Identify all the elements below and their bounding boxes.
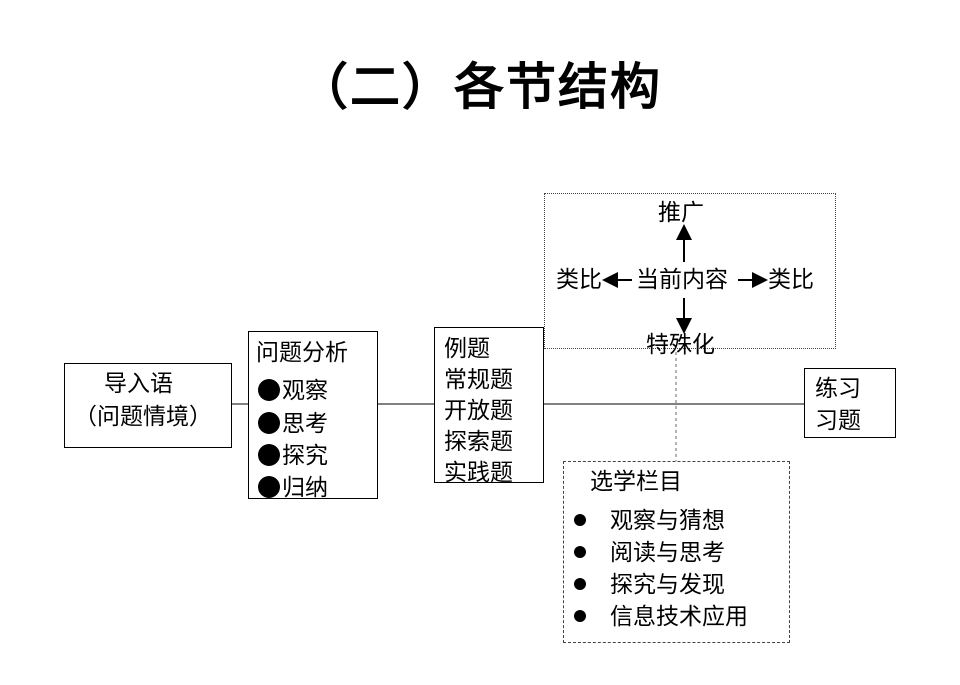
electives-heading: 选学栏目	[590, 469, 682, 495]
electives-item-label: 观察与猜想	[610, 508, 725, 534]
examples-item: 实践题	[444, 460, 513, 486]
examples-item: 常规题	[444, 367, 513, 393]
analysis-item: 观察	[258, 376, 328, 406]
analysis-item-label: 探究	[282, 443, 328, 469]
extension-box	[544, 193, 836, 349]
bullet-icon	[258, 412, 280, 434]
analysis-item: 探究	[258, 441, 328, 471]
page-title: （二）各节结构	[298, 58, 662, 116]
examples-item: 开放题	[444, 398, 513, 424]
electives-box	[563, 461, 790, 643]
electives-item: 阅读与思考	[574, 538, 725, 568]
intro-box	[64, 363, 232, 448]
analysis-box	[248, 331, 378, 499]
bullet-icon	[258, 444, 280, 466]
exercise-line1: 练习	[815, 376, 861, 402]
analysis-item-label: 思考	[282, 411, 328, 437]
bullet-icon	[574, 546, 586, 558]
electives-item-label: 探究与发现	[610, 572, 725, 598]
electives-item-label: 信息技术应用	[610, 604, 748, 630]
intro-line2: （问题情境）	[74, 404, 212, 430]
examples-item: 例题	[444, 336, 490, 362]
extension-center-label: 当前内容	[636, 267, 728, 293]
intro-line1: 导入语	[104, 371, 173, 397]
electives-item: 探究与发现	[574, 570, 725, 600]
bullet-icon	[258, 379, 280, 401]
examples-box	[434, 327, 544, 483]
analysis-heading: 问题分析	[256, 340, 348, 366]
extension-left-label: 类比	[556, 267, 602, 293]
analysis-item-label: 观察	[282, 378, 328, 404]
extension-top-label: 推广	[658, 200, 704, 226]
electives-item-label: 阅读与思考	[610, 540, 725, 566]
analysis-item: 归纳	[258, 473, 328, 503]
bullet-icon	[574, 610, 586, 622]
extension-bottom-label: 特殊化	[646, 332, 715, 358]
extension-right-label: 类比	[768, 267, 814, 293]
bullet-icon	[574, 578, 586, 590]
exercise-box	[804, 368, 896, 438]
bullet-icon	[258, 476, 280, 498]
electives-item: 信息技术应用	[574, 602, 748, 632]
bullet-icon	[574, 514, 586, 526]
analysis-item-label: 归纳	[282, 475, 328, 501]
exercise-line2: 习题	[815, 408, 861, 434]
electives-item: 观察与猜想	[574, 506, 725, 536]
analysis-item: 思考	[258, 409, 328, 439]
examples-item: 探索题	[444, 429, 513, 455]
